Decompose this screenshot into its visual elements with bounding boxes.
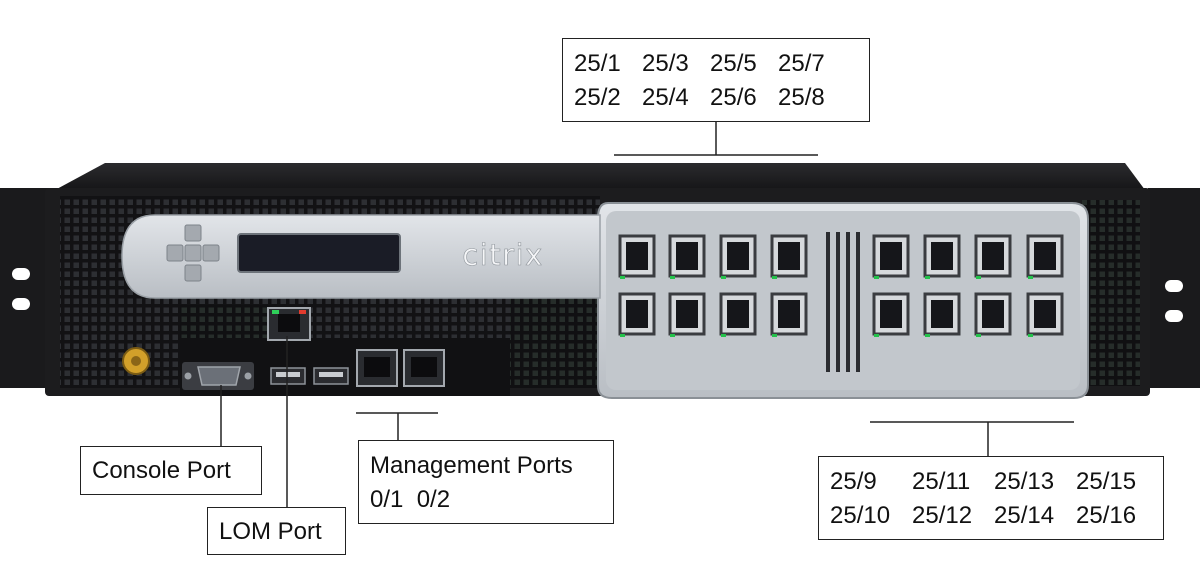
- sfp-port[interactable]: [719, 292, 757, 337]
- keypad: [166, 224, 220, 282]
- port-label: 25/14: [994, 502, 1055, 529]
- vent-grid-right: [1082, 200, 1140, 386]
- port-label: 25/7: [778, 50, 825, 77]
- sfp-port[interactable]: [1026, 292, 1064, 337]
- sfp-ports: [618, 234, 1064, 337]
- keypad-down-button[interactable]: [184, 264, 202, 282]
- bottom-ports-grid: 25/9 25/11 25/13 25/15 25/10 25/12 25/14…: [830, 465, 1163, 533]
- sfp-port[interactable]: [770, 292, 808, 337]
- keypad-up-button[interactable]: [184, 224, 202, 242]
- management-port-0-2[interactable]: [403, 349, 445, 387]
- management-ports-title: Management Ports: [370, 452, 573, 479]
- port-label: 25/2: [574, 84, 621, 111]
- port-label: 25/10: [830, 502, 891, 529]
- usb-port-1[interactable]: [270, 367, 306, 385]
- brand-logo: citrix: [462, 238, 544, 272]
- sfp-port[interactable]: [1026, 234, 1064, 279]
- port-label: 25/12: [912, 502, 973, 529]
- leader-lines: [220, 122, 1074, 507]
- management-ports-list: 0/1 0/2: [370, 486, 451, 513]
- top-ports-row: 25/2 25/4 25/6 25/8: [574, 81, 869, 115]
- keypad-ok-button[interactable]: [184, 244, 202, 262]
- sfp-port[interactable]: [618, 292, 656, 337]
- chassis-top: [55, 163, 1145, 190]
- management-ports-label: Management Ports 0/1 0/2: [358, 440, 614, 524]
- port-label: 25/5: [710, 50, 757, 77]
- sfp-port[interactable]: [719, 234, 757, 279]
- sfp-port[interactable]: [974, 292, 1012, 337]
- port-label: 25/1: [574, 50, 621, 77]
- vent-grid-middle: [510, 290, 610, 388]
- sfp-port[interactable]: [974, 234, 1012, 279]
- rack-ear-left: [0, 188, 50, 388]
- top-ports-label: 25/1 25/3 25/5 25/7 25/2 25/4 25/6 25/8: [562, 38, 870, 122]
- sfp-port[interactable]: [668, 234, 706, 279]
- port-label: 25/4: [642, 84, 689, 111]
- keypad-right-button[interactable]: [202, 244, 220, 262]
- bottom-ports-row: 25/10 25/12 25/14 25/16: [830, 499, 1163, 533]
- console-port-label: Console Port: [80, 446, 262, 495]
- keypad-left-button[interactable]: [166, 244, 184, 262]
- port-label: 25/15: [1076, 468, 1137, 495]
- rack-ear-right: [1148, 188, 1200, 388]
- lcd-display: [237, 233, 401, 273]
- sfp-port[interactable]: [668, 292, 706, 337]
- management-port-0-1[interactable]: [356, 349, 398, 387]
- top-ports-grid: 25/1 25/3 25/5 25/7 25/2 25/4 25/6 25/8: [574, 47, 869, 115]
- port-label: 25/13: [994, 468, 1055, 495]
- port-label: 25/6: [710, 84, 757, 111]
- port-label: 25/8: [778, 84, 825, 111]
- console-port[interactable]: [182, 362, 254, 390]
- port-module-vent: [826, 232, 860, 372]
- console-port-text: Console Port: [92, 457, 231, 484]
- bottom-ports-row: 25/9 25/11 25/13 25/15: [830, 465, 1163, 499]
- sfp-port[interactable]: [618, 234, 656, 279]
- bottom-ports-label: 25/9 25/11 25/13 25/15 25/10 25/12 25/14…: [818, 456, 1164, 540]
- sfp-port[interactable]: [770, 234, 808, 279]
- port-label: 25/3: [642, 50, 689, 77]
- port-label: 25/16: [1076, 502, 1137, 529]
- usb-port-2[interactable]: [313, 367, 349, 385]
- lom-port[interactable]: [267, 307, 311, 341]
- lom-port-text: LOM Port: [219, 518, 322, 545]
- sfp-port[interactable]: [923, 292, 961, 337]
- lom-port-label: LOM Port: [207, 507, 346, 555]
- sfp-port[interactable]: [872, 234, 910, 279]
- top-ports-row: 25/1 25/3 25/5 25/7: [574, 47, 869, 81]
- port-label: 25/9: [830, 468, 877, 495]
- sfp-port[interactable]: [923, 234, 961, 279]
- sfp-port[interactable]: [872, 292, 910, 337]
- port-label: 25/11: [912, 468, 971, 495]
